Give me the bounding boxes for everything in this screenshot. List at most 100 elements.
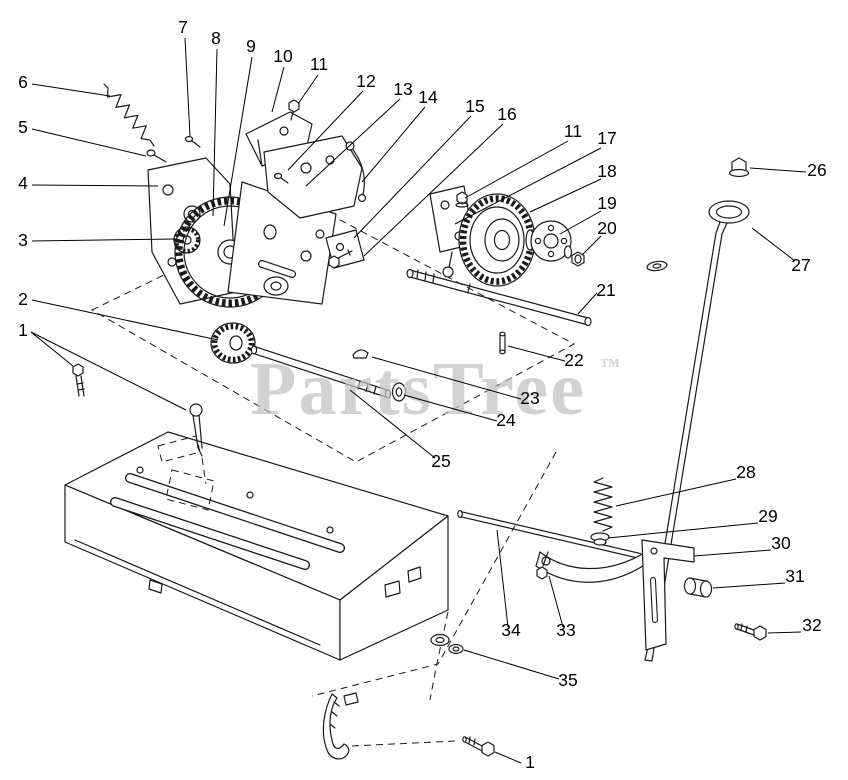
lower-bracket [322, 692, 359, 760]
fastener-group [72, 363, 207, 485]
callout-29: 29 [607, 506, 778, 539]
idler-link [345, 141, 367, 203]
flange-nut-11b [455, 191, 469, 208]
leader-line [615, 478, 737, 507]
shift-rod-34 [457, 510, 642, 560]
washer-20a [563, 245, 573, 259]
callout-35: 35 [463, 649, 578, 690]
callout-label: 18 [597, 161, 616, 181]
callout-11: 11 [297, 54, 328, 105]
leader-line [361, 106, 426, 183]
drive-gear-2 [210, 322, 256, 364]
callout-label: 35 [558, 670, 577, 690]
leader-line [349, 389, 436, 459]
callout-30: 30 [693, 533, 791, 557]
leader-line [496, 529, 509, 628]
callout-label: 7 [178, 17, 188, 37]
callout-15: 15 [353, 96, 485, 239]
leader-line [693, 549, 772, 557]
leader-line [507, 345, 566, 362]
pulley-assembly [429, 185, 585, 287]
callout-label: 28 [736, 462, 755, 482]
leader-line [353, 115, 472, 239]
callout-24: 24 [403, 394, 516, 430]
leader-line [577, 292, 598, 315]
callout-label: 1 [18, 320, 28, 340]
shift-rod-assembly [430, 157, 767, 757]
timing-pulley [458, 193, 536, 287]
callout-33: 33 [548, 575, 576, 640]
callout-25: 25 [349, 389, 451, 471]
leader-line [30, 331, 187, 411]
leader-line [454, 147, 602, 225]
callout-34: 34 [496, 529, 521, 640]
callout-label: 6 [18, 72, 28, 92]
screw-7 [184, 135, 201, 148]
gearbox-assembly [103, 83, 367, 308]
woodruff-key-23 [352, 349, 369, 359]
mount-bracket-30 [641, 539, 695, 651]
leader-line [297, 74, 319, 105]
leader-line [559, 210, 602, 235]
callout-3: 3 [18, 230, 177, 250]
callout-label: 22 [564, 350, 583, 370]
callout-23: 23 [371, 356, 540, 408]
washer-24 [391, 382, 407, 402]
bolt-1-lower [462, 736, 495, 757]
callout-label: 3 [18, 230, 28, 250]
hub-flange [530, 220, 572, 262]
callout-label: 20 [597, 218, 617, 238]
callout-label: 13 [393, 79, 412, 99]
callout-28: 28 [615, 462, 756, 507]
leader-line [184, 37, 191, 137]
callout-label: 30 [771, 533, 791, 553]
leader-line [463, 649, 560, 680]
callout-label: 24 [496, 410, 516, 430]
callout-label: 9 [246, 36, 256, 56]
roll-pin-22 [499, 331, 506, 355]
callout-19: 19 [559, 193, 617, 235]
leader-line [31, 184, 159, 187]
callout-31: 31 [712, 566, 805, 589]
callout-label: 32 [802, 615, 821, 635]
leader-line [581, 235, 602, 256]
gear-shaft-25 [250, 345, 392, 399]
callout-1-2: 1 [494, 751, 535, 772]
screw-5 [146, 149, 167, 163]
callout-20: 20 [581, 218, 617, 256]
callout-6: 6 [18, 72, 111, 97]
callout-11-2: 11 [464, 121, 582, 199]
leader-line [767, 631, 802, 634]
callout-21: 21 [577, 280, 616, 315]
bolt-1a [72, 363, 85, 397]
flange-nut-26 [728, 157, 750, 178]
spacer-31 [683, 577, 713, 598]
lock-nut-20 [571, 251, 585, 267]
leader-line [712, 582, 786, 589]
leader-line [287, 90, 364, 171]
callout-label: 17 [597, 128, 616, 148]
callout-label: 29 [758, 506, 777, 526]
leader-line [31, 128, 147, 157]
callout-26: 26 [749, 160, 827, 180]
leader-line [529, 178, 602, 213]
callout-label: 25 [431, 451, 450, 471]
watermark-tm: ™ [600, 355, 620, 377]
leader-line [271, 66, 285, 113]
bolt-32 [734, 623, 767, 641]
callout-10: 10 [271, 46, 293, 113]
leader-line [212, 48, 218, 217]
callouts: 6 5 4 3 2 1 7 8 [18, 17, 827, 772]
callout-label: 10 [273, 46, 293, 66]
callout-label: 33 [556, 620, 575, 640]
spring-seat-29 [590, 532, 610, 546]
leader-line [749, 167, 807, 173]
leader-line [31, 83, 111, 97]
callout-label: 34 [501, 620, 521, 640]
watermark-text: PartsTree [250, 347, 586, 431]
callout-label: 19 [597, 193, 616, 213]
callout-label: 12 [356, 71, 375, 91]
tension-spring [103, 83, 155, 147]
callout-label: 1 [525, 752, 535, 772]
callout-label: 2 [18, 289, 28, 309]
